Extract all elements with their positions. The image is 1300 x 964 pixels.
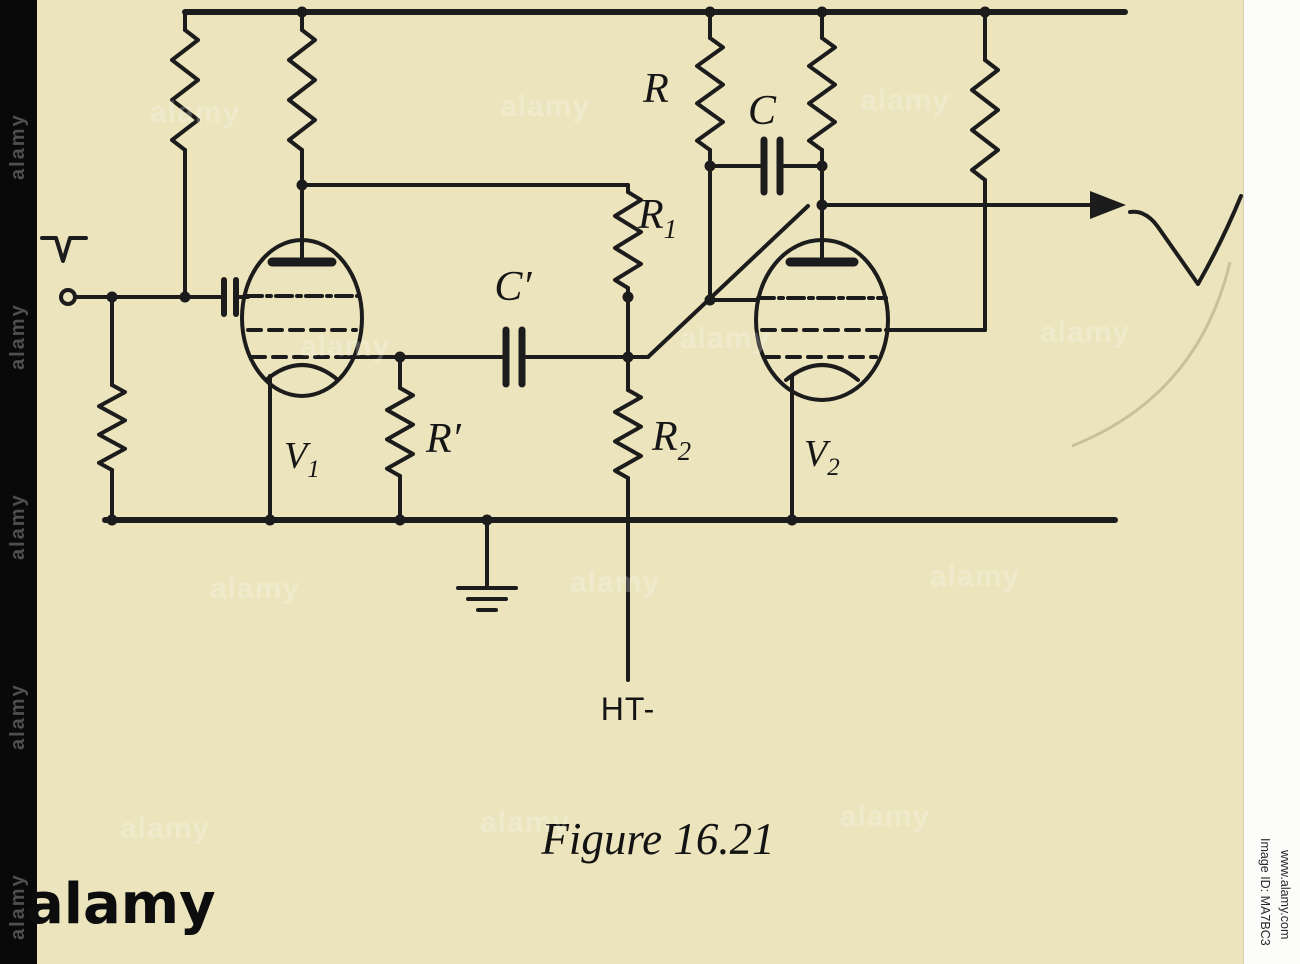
cathode-arc [264,363,340,382]
resistor-input-leak [97,295,127,522]
junction-dot [296,6,308,18]
watermark-bar-text: alamy [7,303,29,370]
junction-dots [106,6,991,526]
ht-minus-label: HT- [601,691,656,727]
label-r: R [642,66,669,112]
resistor-body [97,383,127,472]
label-c-prime: C′ [494,264,532,310]
resistor-v1-anode [287,10,317,264]
watermark-bar-text: alamy [7,683,29,750]
resistor-r-prime [385,355,415,522]
label-c: C [748,88,777,134]
resistor-body [613,190,643,290]
junction-dot [622,351,634,363]
junction-dot [296,179,308,191]
input-pulse-icon [40,236,88,263]
pencil-mark [1071,261,1232,448]
resistor-v2-screen [884,10,1000,332]
label-r-prime: R′ [425,416,462,462]
cross-coupling-diagonal-wire [646,204,810,359]
junction-dot [979,6,991,18]
image-id-text: Image ID: MA7BC3 [1258,838,1272,946]
junction-dot [481,514,493,526]
cathode-arc [784,363,860,382]
label-v1: V1 [284,435,320,483]
output-arrow [820,191,1126,219]
resistor-r2 [613,388,643,682]
junction-dot [179,291,191,303]
resistor-r [695,10,760,302]
input-terminal [59,277,250,317]
junction-dot [704,6,716,18]
junction-dot [264,514,276,526]
junction-dot [106,514,118,526]
resistor-left-bias [170,10,200,299]
junction-dot [622,291,634,303]
junction-dot [816,6,828,18]
resistor-body [613,388,643,480]
alamy-logo: alamy [26,872,216,937]
arrowhead [1090,191,1126,219]
resistor-body [807,36,837,152]
figure-caption: Figure 16.21 [540,814,774,864]
resistor-body [695,36,725,152]
junction-dot [816,199,828,211]
label-r2: R2 [651,414,691,466]
tube-v2 [754,203,890,522]
resistor-body [970,58,1000,182]
junction-dot [394,514,406,526]
label-v2: V2 [804,433,840,481]
junction-dot [704,294,716,306]
watermark-bar-text: alamy [7,113,29,180]
left-watermark-bar: alamy alamy alamy alamy alamy [0,0,37,964]
junction-dot [816,160,828,172]
label-r1: R1 [637,192,677,244]
watermark-bar-text: alamy [7,493,29,560]
junction-dot [704,160,716,172]
ground-symbol [456,518,518,612]
tube-envelope [240,238,364,398]
junction-dot [786,514,798,526]
output-waveform-icon [1128,194,1243,286]
resistor-body [287,28,317,152]
website-text: www.alamy.com [1278,850,1292,940]
input-terminal-circle [59,288,77,306]
resistor-body [385,386,415,478]
resistor-body [170,28,200,152]
tube-v1 [240,238,364,522]
junction-dot [106,291,118,303]
right-info-bar [1243,0,1300,964]
capacitor-c [708,136,824,196]
junction-dot [394,351,406,363]
